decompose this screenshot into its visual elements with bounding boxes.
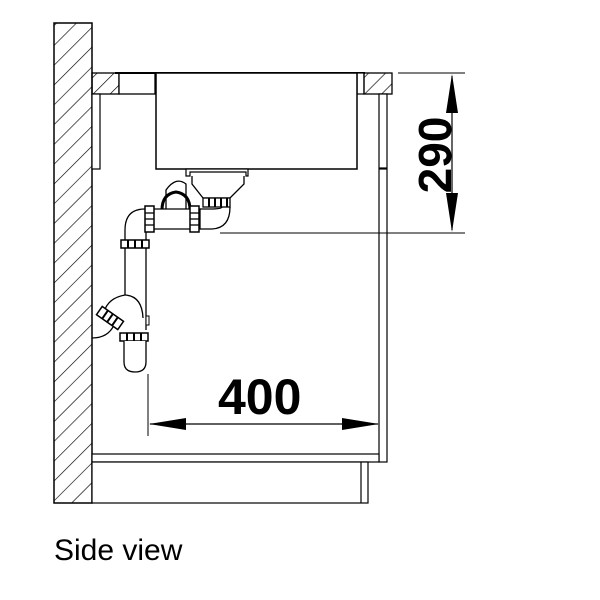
view-caption: Side view (54, 534, 183, 567)
sink-bowl (155, 72, 358, 170)
countertop-right (356, 72, 393, 95)
cabinet-side-panel (378, 93, 388, 463)
countertop-left (91, 72, 156, 170)
dimension-290-lines (220, 72, 465, 234)
overflow-fitting (160, 180, 192, 211)
horizontal-waste-pipe (120, 205, 231, 249)
height-dimension-label: 290 (409, 116, 461, 194)
wall-section (53, 22, 93, 504)
dimension-400-lines (147, 374, 379, 436)
drain-waste-fitting (185, 168, 249, 208)
siphon-trap (91, 248, 150, 373)
depth-dimension-label: 400 (218, 369, 302, 425)
cabinet-base (91, 453, 380, 504)
